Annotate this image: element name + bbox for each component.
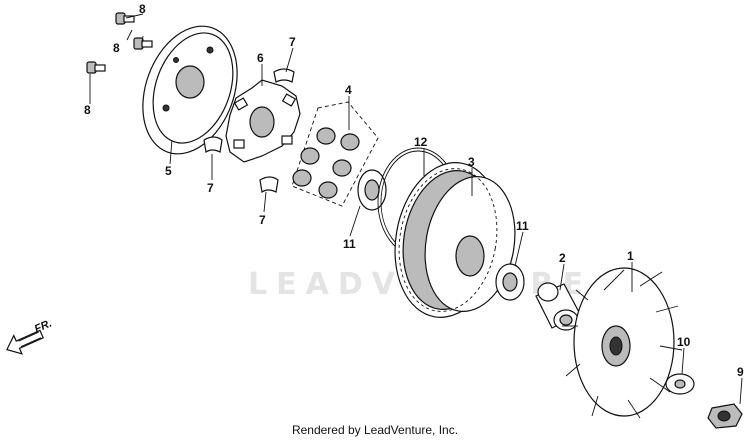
part-8-bolt-top[interactable] xyxy=(115,12,135,25)
part-5-cover-plate[interactable] xyxy=(126,13,254,167)
callout-7-bottom: 7 xyxy=(259,213,266,227)
part-11-washer-upper[interactable] xyxy=(357,169,387,211)
callout-8-middle: 8 xyxy=(113,41,120,55)
front-direction-label: FR. xyxy=(33,317,54,335)
callout-11-upper: 11 xyxy=(343,237,356,251)
part-10-washer[interactable] xyxy=(665,373,695,395)
part-7-slider-bottom[interactable] xyxy=(259,176,279,194)
callout-10: 10 xyxy=(677,335,691,349)
callout-8-left: 8 xyxy=(84,103,91,117)
part-8-bolt-left[interactable] xyxy=(86,61,106,74)
part-4-weight-rollers[interactable] xyxy=(291,101,379,207)
part-8-bolt-middle[interactable] xyxy=(133,37,153,50)
front-direction-arrow xyxy=(6,329,45,355)
part-1-drive-face[interactable] xyxy=(562,267,683,419)
callout-12: 12 xyxy=(414,135,428,149)
callout-11-lower: 11 xyxy=(516,219,529,233)
callout-4: 4 xyxy=(345,83,352,97)
callout-1: 1 xyxy=(627,249,634,263)
callout-9: 9 xyxy=(737,365,744,379)
callout-7-top: 7 xyxy=(289,35,296,49)
callout-6: 6 xyxy=(257,51,264,65)
callout-3: 3 xyxy=(468,155,475,169)
part-6-ramp-plate[interactable] xyxy=(225,79,301,163)
part-11-washer-lower[interactable] xyxy=(495,263,525,301)
callout-2: 2 xyxy=(559,251,566,265)
part-7-slider-left[interactable] xyxy=(203,136,223,154)
part-3-clutch-drum[interactable] xyxy=(383,154,525,326)
part-9-nut[interactable] xyxy=(707,403,743,429)
part-2-collar[interactable] xyxy=(535,282,581,331)
callout-8-top: 8 xyxy=(139,2,146,16)
callout-5: 5 xyxy=(165,164,172,178)
part-7-slider-top[interactable] xyxy=(273,68,295,83)
footer-credit: Rendered by LeadVenture, Inc. xyxy=(291,423,459,437)
leader-lines xyxy=(89,13,743,405)
callout-7-left: 7 xyxy=(207,181,214,195)
